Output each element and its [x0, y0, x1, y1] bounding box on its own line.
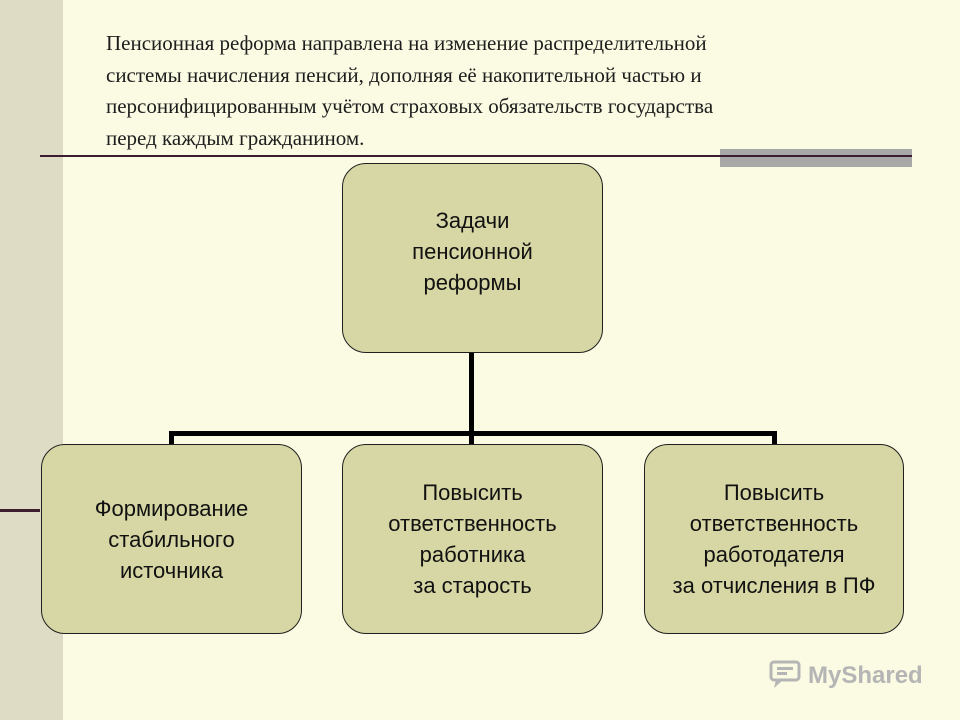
- intro-line: перед каждым гражданином.: [106, 125, 365, 150]
- intro-line: Пенсионная реформа направлена на изменен…: [106, 31, 707, 55]
- node-text-line: за старость: [413, 573, 532, 598]
- node-text-line: работника: [419, 542, 526, 567]
- node-text-line: работодателя: [703, 542, 845, 567]
- connector-root-down: [469, 352, 474, 434]
- node-text-line: Задачи: [435, 207, 510, 233]
- connector-middle-down: [469, 431, 474, 445]
- child-node-stable-source: Формирование стабильного источника: [41, 444, 302, 634]
- intro-line: персонифицированным учётом страховых обя…: [106, 94, 714, 118]
- node-text-line: Формирование: [94, 495, 249, 521]
- node-text-line: Повысить: [422, 480, 523, 505]
- root-node-reform-tasks: Задачи пенсионной реформы: [342, 163, 603, 353]
- decor-gray-bar: [720, 149, 912, 167]
- node-text-line: пенсионной: [412, 238, 533, 264]
- left-accent-line: [0, 509, 40, 512]
- connector-right-down: [772, 431, 777, 445]
- node-text-line: ответственность: [388, 511, 557, 536]
- node-text-line: за отчисления в ПФ: [672, 573, 876, 598]
- intro-paragraph: Пенсионная реформа направлена на изменен…: [106, 28, 866, 154]
- node-text-line: источника: [119, 557, 224, 583]
- header-divider: [40, 155, 912, 157]
- child-node-employer-responsibility: Повысить ответственность работодателя за…: [644, 444, 904, 634]
- intro-line: системы начисления пенсий, дополняя её н…: [106, 62, 702, 87]
- myshared-watermark: MyShared: [768, 656, 923, 696]
- myshared-logo-icon: [768, 657, 802, 696]
- node-text-line: реформы: [423, 269, 522, 295]
- child-node-employee-responsibility: Повысить ответственность работника за ст…: [342, 444, 603, 634]
- node-text-line: стабильного: [108, 526, 235, 552]
- watermark-text: MyShared: [808, 662, 923, 689]
- node-text-line: ответственность: [689, 511, 859, 536]
- connector-left-down: [169, 431, 174, 445]
- node-text-line: Повысить: [723, 480, 825, 505]
